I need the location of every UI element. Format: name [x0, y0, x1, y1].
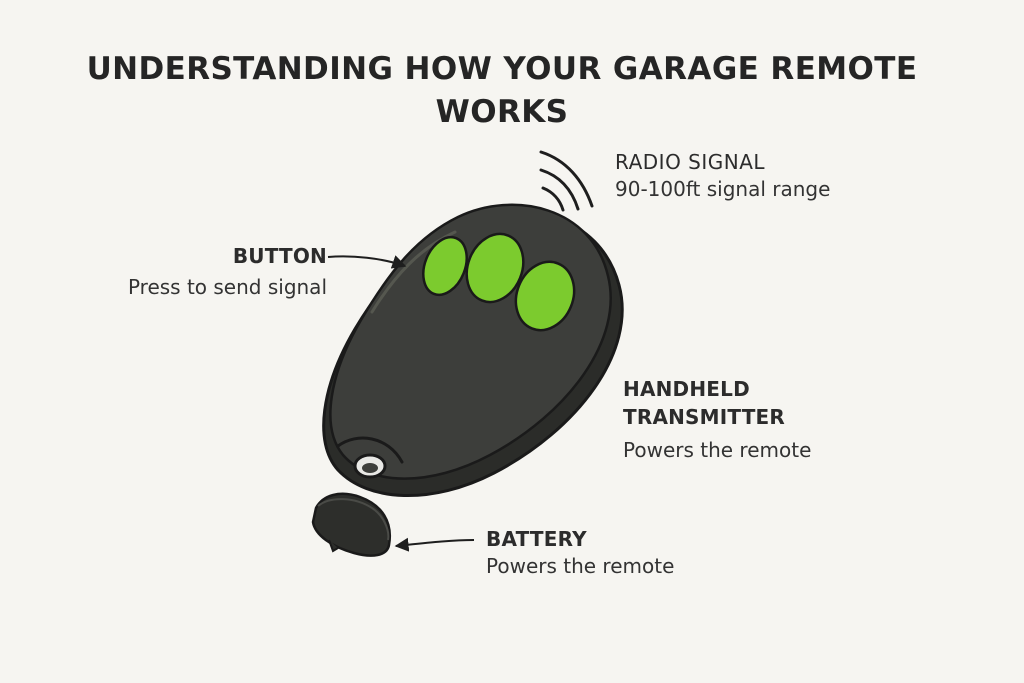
button-description: Press to send signal: [127, 275, 327, 299]
radio-signal-heading: RADIO SIGNAL: [615, 150, 766, 174]
radio-signal-label: RADIO SIGNAL 90-100ft signal range: [615, 150, 830, 202]
remote-body-icon: [322, 203, 624, 497]
remote-buttons: [422, 232, 576, 332]
button-left-icon: [422, 235, 468, 297]
radio-waves-icon: [539, 150, 594, 212]
battery-pointer-arrow: [394, 537, 475, 552]
page-title: UNDERSTANDING HOW YOUR GARAGE REMOTE WOR…: [86, 51, 918, 130]
handheld-transmitter-description: Powers the remote: [623, 438, 812, 462]
button-right-icon: [514, 260, 576, 332]
radio-signal-description: 90-100ft signal range: [615, 177, 831, 201]
button-pointer-arrow: [327, 255, 407, 269]
button-heading: BUTTON: [232, 244, 327, 268]
battery-label: BATTERY Powers the remote: [486, 527, 674, 579]
handheld-transmitter-heading-line1: HANDHELD: [623, 377, 750, 401]
button-middle-icon: [465, 232, 525, 304]
battery-cover-icon: [311, 492, 392, 557]
battery-description: Powers the remote: [486, 554, 675, 578]
battery-heading: BATTERY: [486, 527, 587, 551]
button-label: BUTTON Press to send signal: [105, 244, 327, 300]
handheld-transmitter-label: HANDHELD TRANSMITTER Powers the remote: [623, 375, 811, 463]
handheld-transmitter-heading-line2: TRANSMITTER: [623, 405, 786, 429]
